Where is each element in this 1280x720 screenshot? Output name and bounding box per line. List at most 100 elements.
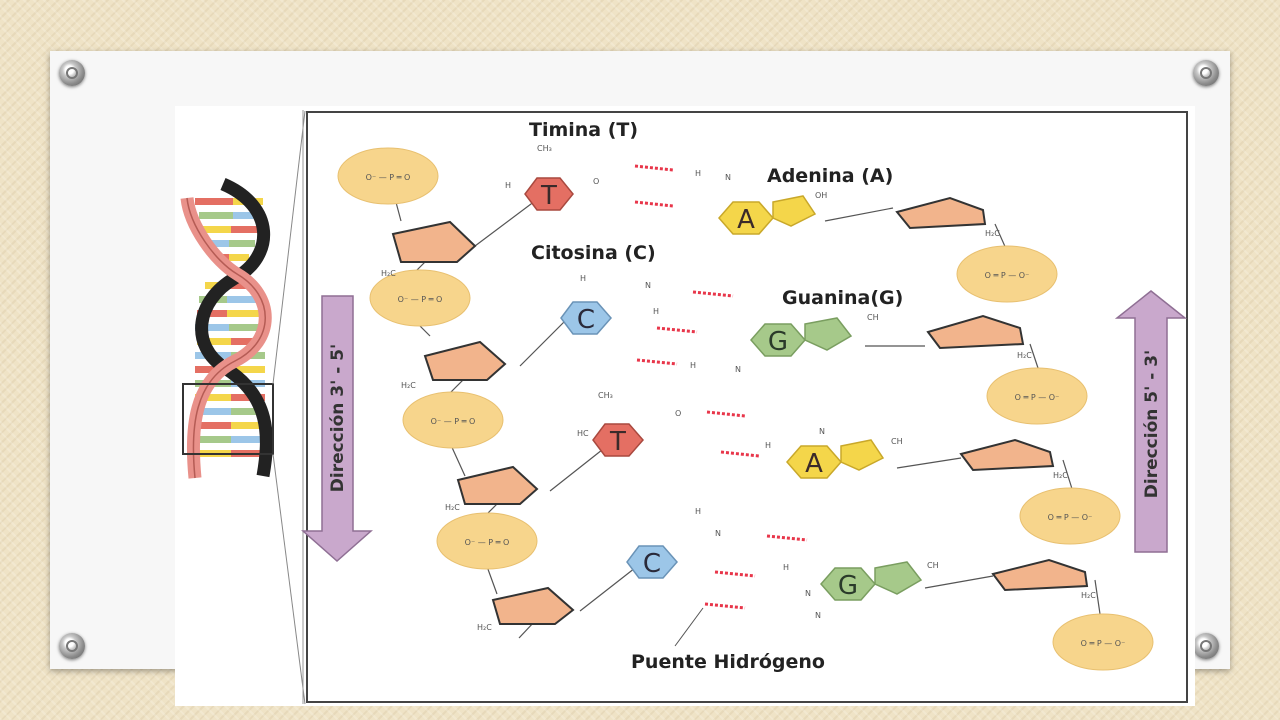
svg-text:H: H <box>505 181 511 190</box>
svg-text:HC: HC <box>577 429 589 438</box>
sugar-left-4 <box>491 586 575 625</box>
sugar-left-1 <box>391 220 477 263</box>
phosphate-right-1: O ═ P — O⁻ <box>956 245 1058 303</box>
phosphate-left-2: O⁻ — P ═ O <box>369 269 471 327</box>
sugar-right-3 <box>959 438 1055 472</box>
dna-figure: Dirección 3' - 5' Dirección 5' - 3' <box>175 106 1195 706</box>
pin-top-left <box>59 60 85 86</box>
label-hydrogen-bond: Puente Hidrógeno <box>631 651 825 673</box>
svg-text:H: H <box>653 307 659 316</box>
base-letter-a-1: A <box>737 205 755 235</box>
svg-text:N: N <box>805 589 811 598</box>
svg-text:O ═ P — O⁻: O ═ P — O⁻ <box>1015 393 1060 402</box>
guanine-ring5-2 <box>804 317 853 351</box>
direction-arrow-left: Dirección 3' - 5' <box>301 295 373 563</box>
double-helix-illustration <box>180 110 306 705</box>
base-pair-2: C G <box>560 290 853 366</box>
svg-text:CH: CH <box>891 437 903 446</box>
zoom-box <box>182 383 274 455</box>
hydrogen-bonds-4 <box>704 534 808 610</box>
svg-text:N: N <box>715 529 721 538</box>
svg-text:CH: CH <box>927 561 939 570</box>
adenine-ring-1 <box>718 201 774 235</box>
svg-text:H: H <box>580 274 586 283</box>
pin-bottom-left <box>59 633 85 659</box>
svg-text:H: H <box>690 361 696 370</box>
base-pair-1: T A <box>524 164 817 235</box>
base-letter-c-2: C <box>577 305 595 335</box>
svg-text:CH₃: CH₃ <box>537 144 552 153</box>
svg-text:H₂C: H₂C <box>381 269 396 278</box>
label-cytosine: Citosina (C) <box>531 242 656 264</box>
direction-right-label: Dirección 5' - 3' <box>1142 350 1162 499</box>
sugar-right-4 <box>991 558 1089 592</box>
svg-text:O: O <box>593 177 599 186</box>
thymine-ring-3 <box>592 423 644 457</box>
label-thymine: Timina (T) <box>529 119 638 141</box>
phosphate-left-3: O⁻ — P ═ O <box>402 391 504 449</box>
pin-top-right <box>1193 60 1219 86</box>
guanine-ring5-4 <box>874 561 923 595</box>
phosphate-left-4: O⁻ — P ═ O <box>436 512 538 570</box>
base-letter-c-4: C <box>643 549 661 579</box>
svg-text:N: N <box>735 365 741 374</box>
base-pair-3: T A <box>592 410 885 479</box>
pin-bottom-right <box>1193 633 1219 659</box>
svg-text:H₂C: H₂C <box>985 229 1000 238</box>
sugar-right-2 <box>926 314 1025 350</box>
guanine-ring-4 <box>820 567 876 601</box>
direction-left-label: Dirección 3' - 5' <box>328 344 348 493</box>
adenine-ring5-1 <box>772 195 817 227</box>
hydrogen-bonds-1 <box>634 164 674 208</box>
svg-text:H₂C: H₂C <box>445 503 460 512</box>
svg-text:H: H <box>695 169 701 178</box>
helix-backbone-dark <box>195 178 273 478</box>
phosphate-right-2: O ═ P — O⁻ <box>986 367 1088 425</box>
base-letter-t-1: T <box>540 181 557 211</box>
svg-text:O⁻ — P ═ O: O⁻ — P ═ O <box>465 538 510 547</box>
svg-text:O ═ P — O⁻: O ═ P — O⁻ <box>1081 639 1126 648</box>
svg-text:O ═ P — O⁻: O ═ P — O⁻ <box>1048 513 1093 522</box>
svg-text:N: N <box>725 173 731 182</box>
phosphate-left-1: O⁻ — P ═ O <box>337 147 439 205</box>
svg-text:O⁻ — P ═ O: O⁻ — P ═ O <box>366 173 411 182</box>
guanine-ring-2 <box>750 323 806 357</box>
detail-frame <box>306 111 1188 703</box>
svg-text:H₂C: H₂C <box>477 623 492 632</box>
sugar-right-1 <box>895 196 987 230</box>
adenine-ring5-3 <box>840 439 885 471</box>
svg-text:O⁻ — P ═ O: O⁻ — P ═ O <box>431 417 476 426</box>
cytosine-ring-4 <box>626 545 678 579</box>
svg-text:O ═ P — O⁻: O ═ P — O⁻ <box>985 271 1030 280</box>
svg-text:N: N <box>645 281 651 290</box>
svg-text:N: N <box>815 611 821 620</box>
svg-text:O⁻ — P ═ O: O⁻ — P ═ O <box>398 295 443 304</box>
svg-text:H₂C: H₂C <box>1053 471 1068 480</box>
svg-text:H: H <box>695 507 701 516</box>
svg-text:CH: CH <box>867 313 879 322</box>
base-letter-t-3: T <box>609 427 626 457</box>
base-pair-4: C G <box>626 534 923 610</box>
svg-text:OH: OH <box>815 191 827 200</box>
direction-arrow-right: Dirección 5' - 3' <box>1114 290 1188 553</box>
adenine-ring-3 <box>786 445 842 479</box>
slide-card: Dirección 3' - 5' Dirección 5' - 3' <box>50 51 1230 706</box>
hbond-pointer-line <box>674 607 704 647</box>
svg-text:H: H <box>765 441 771 450</box>
dna-diagram: Dirección 3' - 5' Dirección 5' - 3' <box>180 110 1188 705</box>
svg-text:H₂C: H₂C <box>1017 351 1032 360</box>
svg-text:H₂C: H₂C <box>1081 591 1096 600</box>
svg-text:H: H <box>783 563 789 572</box>
label-guanine: Guanina(G) <box>782 287 903 309</box>
cytosine-ring-2 <box>560 301 612 335</box>
base-letter-g-2: G <box>768 327 788 357</box>
hydrogen-bonds-3 <box>706 410 760 458</box>
svg-text:H₂C: H₂C <box>401 381 416 390</box>
svg-text:CH₃: CH₃ <box>598 391 613 400</box>
hydrogen-bonds-2 <box>636 290 734 366</box>
base-letter-a-3: A <box>805 449 823 479</box>
thymine-ring-1 <box>524 177 574 211</box>
svg-text:N: N <box>819 427 825 436</box>
label-adenine: Adenina (A) <box>767 165 893 187</box>
